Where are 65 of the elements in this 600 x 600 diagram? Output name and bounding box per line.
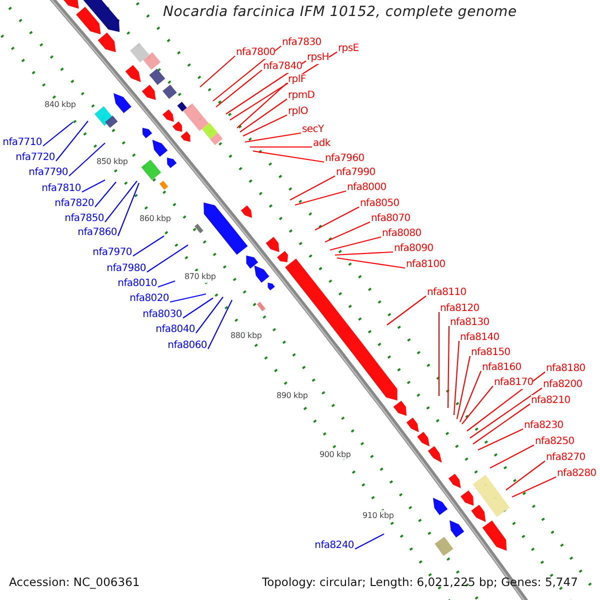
info-text: Accession: NC_006361 [9, 576, 140, 588]
scale-label: 880 kbp [230, 330, 262, 342]
leader-line [252, 150, 324, 163]
leader-line [240, 98, 288, 132]
leader-line [182, 298, 214, 318]
leader-line [438, 312, 440, 396]
leader-line [216, 70, 262, 108]
leader-line [470, 388, 542, 438]
info-text: Topology: circular; Length: 6,021,225 bp; Genes: 5,747 [262, 576, 578, 588]
leader-line [56, 120, 88, 162]
scale-label: 860 kbp [140, 213, 171, 225]
scale-label: 870 kbp [184, 271, 216, 283]
scale-label: 900 kbp [320, 449, 351, 461]
leader-line [506, 460, 546, 490]
leader-line [472, 404, 530, 444]
leader-line [230, 52, 338, 120]
leader-line [236, 82, 288, 128]
leader-line [324, 222, 370, 242]
leader-line [94, 182, 116, 208]
gene-label: rpmD [288, 90, 315, 102]
title: Nocardia farcinica IFM 10152, complete genome [163, 4, 517, 20]
scale-label: 890 kbp [276, 390, 308, 402]
gene-label: rplF [288, 74, 306, 86]
leader-line [158, 280, 176, 288]
leader-line [244, 132, 302, 143]
scale-label: 910 kbp [362, 510, 394, 522]
scale-label: 850 kbp [96, 156, 128, 168]
leader-line [208, 300, 232, 350]
leader-line [447, 326, 450, 408]
leader-line [354, 534, 384, 550]
leader-line [386, 296, 426, 326]
leader-line [334, 251, 394, 256]
leader-line [490, 444, 534, 468]
leader-line [170, 293, 206, 303]
gene-label: nfa7800 [236, 47, 276, 59]
scale-label: 840 kbp [44, 99, 76, 111]
leader-line [478, 428, 524, 450]
leader-line [82, 180, 106, 192]
leader-line [453, 340, 460, 416]
leader-line [336, 257, 406, 269]
gene-label: nfa7840 [263, 61, 302, 73]
leader-line [132, 236, 164, 256]
leader-line [196, 296, 224, 334]
leader-line [200, 56, 236, 88]
leader-line [456, 356, 471, 420]
gene-label: rpsH [307, 52, 329, 64]
leader-line [330, 236, 382, 251]
leader-line [68, 142, 106, 176]
gene-label: nfa8170 [494, 377, 534, 389]
leader-line [290, 176, 336, 200]
gene-label: rpsE [338, 43, 359, 55]
leader-line [466, 372, 546, 432]
leader-line [460, 370, 482, 422]
leader-line [42, 122, 74, 146]
leader-line [104, 180, 138, 222]
gene-label: rplO [288, 106, 308, 118]
leader-line [117, 182, 140, 236]
leader-line [212, 46, 282, 102]
leader-line [242, 114, 288, 136]
leader-line [250, 146, 312, 148]
leader-line [314, 206, 360, 230]
leader-line [462, 386, 494, 424]
leader-line [146, 244, 188, 272]
leader-line [512, 476, 556, 498]
leader-line [294, 190, 346, 206]
